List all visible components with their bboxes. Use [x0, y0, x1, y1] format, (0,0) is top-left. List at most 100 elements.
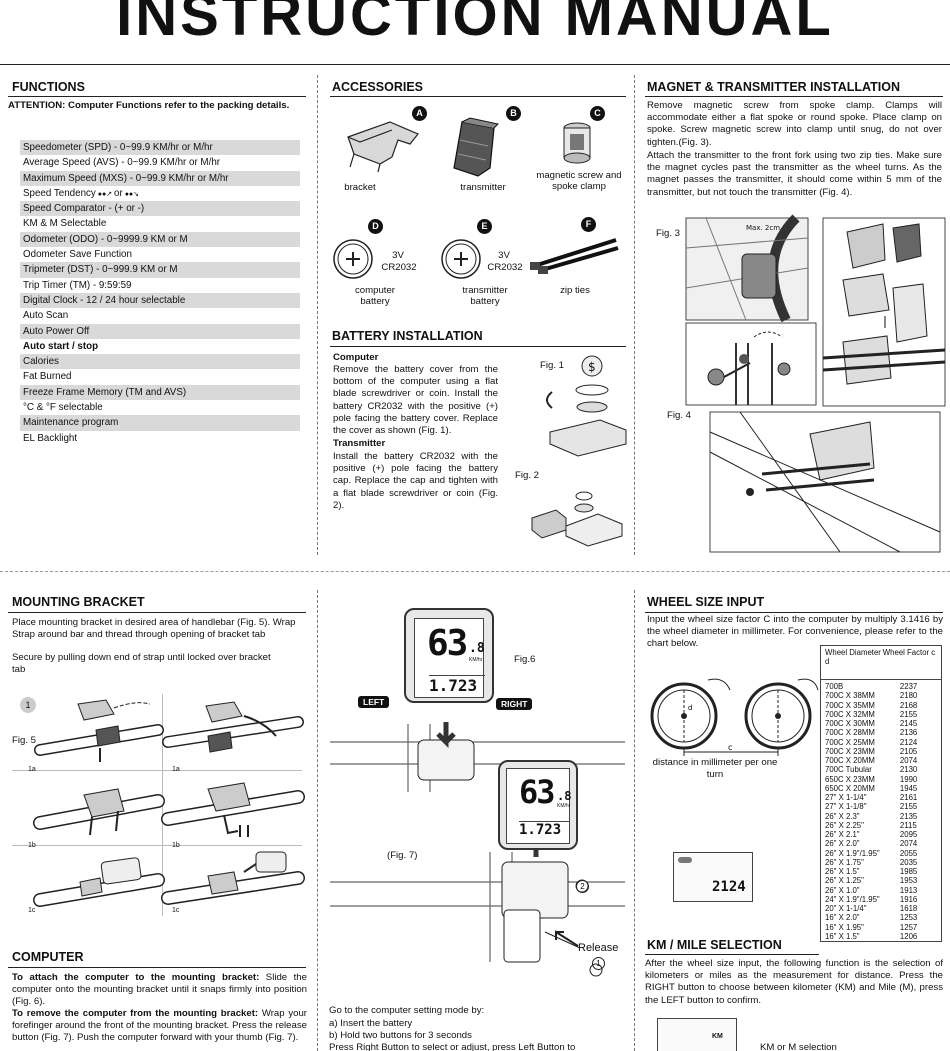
fig4-label: Fig. 4	[667, 410, 691, 421]
lcd-screen: 63 .8 KM/hr 1.723	[414, 618, 485, 698]
computer-remove-text: To remove the computer from the mounting…	[12, 1008, 307, 1045]
wheel-factor-cell: 1916	[899, 894, 918, 904]
wheel-diameter-cell: 700C X 28MM	[825, 728, 875, 738]
transmitter-battery-label: transmitter battery	[462, 285, 508, 307]
wheel-diameter-cell: 650C X 23MM	[825, 774, 875, 784]
fig2-label: Fig. 2	[515, 470, 539, 481]
mounting-text: Place mounting bracket in desired area o…	[12, 617, 296, 641]
table-row: 26" X 2.1" 2095	[821, 830, 941, 839]
table-row: 27" X 1-1/8"2155	[821, 802, 941, 811]
wheel-diameter-cell: 700C X 30MM	[825, 719, 875, 728]
table-row: 26" X 2.3"2135	[821, 812, 941, 821]
wheel-diameter-cell: 26" X 2.0"	[825, 839, 860, 849]
fig5-divider	[12, 845, 302, 846]
heading-rule	[8, 612, 306, 613]
battery-transmitter-title: Transmitter	[333, 438, 386, 449]
wheel-factor-cell: 1253	[899, 913, 918, 923]
computer-remove-bold: To remove the computer from the mounting…	[12, 1008, 259, 1019]
setting-step-a: a) Insert the battery	[329, 1018, 413, 1029]
badge-b: B	[506, 106, 521, 121]
table-row: 27" X 1-1/4"2161	[821, 793, 941, 802]
cell-voltage: 3V	[392, 250, 404, 261]
title-rule	[0, 64, 950, 65]
function-item: Average Speed (AVS) - 0~99.9 KM/hr or M/…	[23, 157, 221, 169]
svg-text:$: $	[588, 360, 596, 374]
fig1-label: Fig. 1	[540, 360, 564, 371]
wheel-magnet-illustration: Max. 2cm	[685, 214, 809, 323]
lcd-screen: 63 .8 KM/hr 1.723	[506, 768, 571, 844]
table-row: 16" X 1.5"1206	[821, 932, 941, 941]
divider	[634, 590, 635, 1051]
fig5-divider	[12, 770, 302, 771]
divider	[317, 75, 318, 555]
wheel-text: Input the wheel size factor C into the c…	[647, 614, 943, 650]
wheel-diameter-cell: 26" X 2.25"	[825, 820, 864, 830]
right-button-label: RIGHT	[496, 698, 533, 710]
kmmile-caption: KM or M selection	[760, 1042, 837, 1051]
step-badge: 1	[20, 697, 36, 713]
wheel-lcd: 2124	[673, 852, 753, 902]
wheel-diameter-cell: 26" X 1.25"	[825, 876, 864, 886]
function-item: Odometer Save Function	[23, 249, 132, 261]
transmitter-attach-illustration	[822, 217, 946, 407]
transmitter-illustration	[453, 117, 500, 177]
max-label: Max. 2cm	[746, 224, 780, 232]
distance-label: distance in millimeter per one turn	[652, 757, 778, 780]
table-row: 26" X 1.75"2035	[821, 858, 941, 867]
function-item: Maintenance program	[20, 415, 300, 431]
wheel-heading: WHEEL SIZE INPUT	[647, 595, 765, 609]
badge-e: E	[477, 219, 492, 234]
setting-title: Go to the computer setting mode by:	[329, 1005, 485, 1016]
table-row: 26" X 1.9"/1.95"2055	[821, 849, 941, 858]
coin-cell-icon	[441, 239, 481, 279]
computer-device: 63 .8 KM/hr 1.723	[404, 608, 494, 703]
transmitter-label: transmitter	[460, 182, 506, 193]
fork-transmitter-illustration	[709, 411, 941, 553]
wheel-diameter-cell: 20" X 1-1/4"	[825, 904, 867, 913]
step-sub-label: 1b	[172, 842, 180, 849]
heading-rule	[645, 96, 943, 97]
wheel-diameter-cell: 26" X 2.1"	[825, 830, 860, 839]
wheel-factor-cell: 2136	[899, 728, 918, 738]
kmmile-lcd-unit: KM	[712, 1033, 723, 1040]
table-row: 20" X 1-1/4"1618	[821, 904, 941, 913]
wheel-lcd-value: 2124	[712, 879, 746, 895]
function-item: Fat Burned	[23, 371, 72, 383]
badge-d: D	[368, 219, 383, 234]
wheel-diameter-cell: 16" X 1.5"	[825, 931, 860, 941]
heading-rule	[645, 612, 943, 613]
badge-c: C	[590, 106, 605, 121]
wheel-factor-cell: 1945	[899, 783, 918, 793]
lcd-indicator	[678, 857, 692, 863]
wheel-diameter-cell: 700B	[825, 682, 844, 691]
wheel-factor-cell: 2135	[899, 811, 918, 821]
wheel-factor-cell: 1990	[899, 774, 918, 784]
battery-transmitter-text: Install the battery CR2032 with the posi…	[333, 451, 498, 511]
zip-ties-illustration	[530, 238, 619, 274]
left-button-label: LEFT	[358, 696, 390, 708]
heading-rule	[645, 954, 819, 955]
wheel-factor-cell: 1953	[899, 876, 918, 886]
table-row: 26" X 1.25" 1953	[821, 876, 941, 885]
wheel-factor-cell: 2180	[899, 691, 918, 701]
fig7-label: (Fig. 7)	[387, 850, 418, 861]
wheel-factor-cell: 2130	[899, 765, 918, 775]
setting-step-c: Press Right Button to select or adjust, …	[329, 1042, 576, 1051]
wheel-diameter-cell: 16" X 1.95"	[825, 922, 864, 932]
fig6-label: Fig.6	[514, 654, 536, 665]
function-item: KM & M Selectable	[23, 218, 107, 230]
wheel-factor-cell: 2095	[899, 830, 918, 839]
wheel-diameter-cell: 26" X 1.9"/1.95"	[825, 848, 880, 858]
wheel-factor-cell: 2105	[899, 746, 918, 756]
function-item: Speed Tendency ●●↗ or ●●↘	[20, 186, 300, 201]
step-sub-label: 1a	[172, 766, 180, 773]
lcd-speed-decimal: .8	[469, 641, 485, 656]
function-item: Freeze Frame Memory (TM and AVS)	[20, 384, 300, 401]
mount-step-1c-illustration	[33, 857, 165, 907]
